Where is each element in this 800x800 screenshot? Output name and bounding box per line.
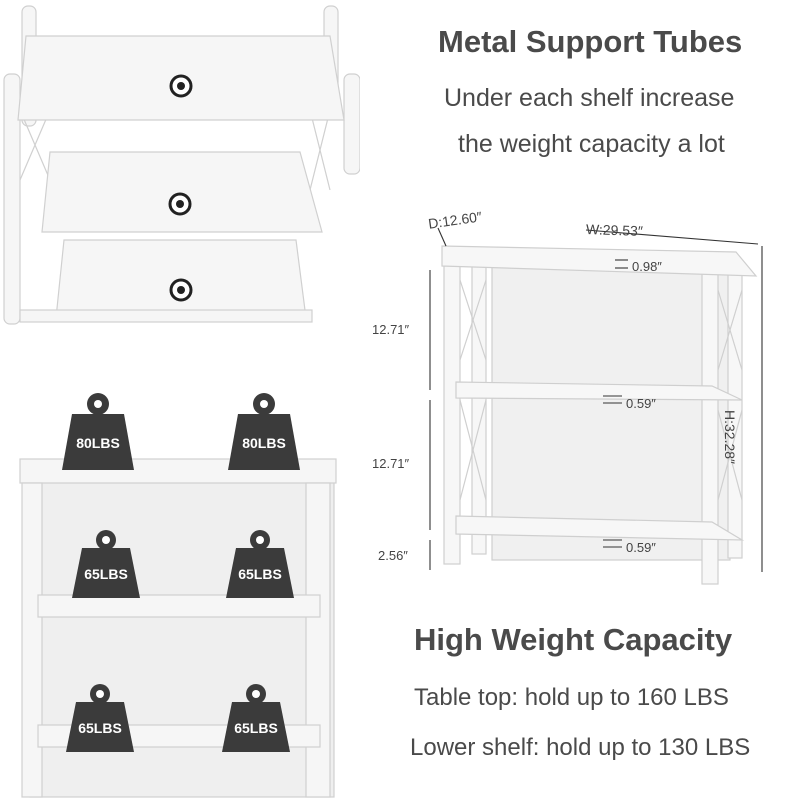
weight-low-right-icon: 65LBS — [222, 684, 290, 752]
support-tubes-title: Metal Support Tubes — [438, 24, 743, 59]
weight-low-left-icon: 65LBS — [66, 684, 134, 752]
top-thickness-dimension: 0.98″ — [632, 259, 662, 274]
shelf2-thickness-dimension: 0.59″ — [626, 540, 656, 555]
capacity-line-1: Table top: hold up to 160 LBS — [414, 684, 729, 711]
height-dimension: H:32.28″ — [722, 410, 738, 464]
weight-mid-right-icon: 65LBS — [226, 530, 294, 598]
capacity-title: High Weight Capacity — [414, 622, 733, 657]
support-tubes-line-1: Under each shelf increase — [444, 84, 735, 112]
shelf-underside-illustration — [3, 5, 360, 325]
upper-gap-dimension: 12.71″ — [372, 322, 410, 337]
lower-gap-dimension: 12.71″ — [372, 456, 410, 471]
svg-text:65LBS: 65LBS — [84, 566, 128, 582]
svg-text:65LBS: 65LBS — [234, 720, 278, 736]
dimension-shelf-illustration — [429, 227, 763, 585]
weight-mid-left-icon: 65LBS — [72, 530, 140, 598]
support-tubes-line-2: the weight capacity a lot — [458, 130, 725, 158]
svg-text:65LBS: 65LBS — [78, 720, 122, 736]
weight-top-left-icon: 80LBS — [62, 393, 134, 470]
width-dimension: W:29.53″ — [585, 221, 644, 239]
svg-text:80LBS: 80LBS — [242, 435, 286, 451]
shelf1-thickness-dimension: 0.59″ — [626, 396, 656, 411]
svg-text:80LBS: 80LBS — [76, 435, 120, 451]
weight-top-right-icon: 80LBS — [228, 393, 300, 470]
svg-text:65LBS: 65LBS — [238, 566, 282, 582]
capacity-line-2: Lower shelf: hold up to 130 LBS — [410, 734, 751, 761]
leg-clearance-dimension: 2.56″ — [378, 548, 408, 563]
